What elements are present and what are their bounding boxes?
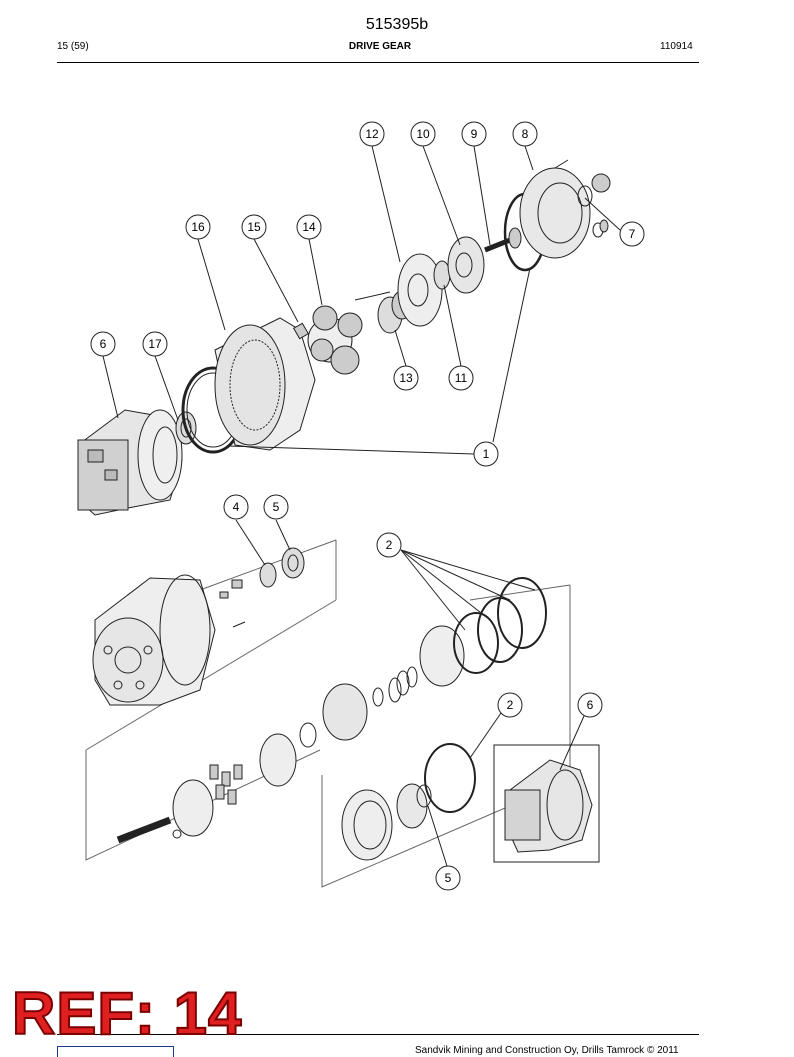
motor-inset-part [504,759,593,853]
callout-11: 11 [448,365,474,391]
callout-12: 12 [359,121,385,147]
callout-2-lower: 2 [497,692,523,718]
svg-text:6: 6 [587,698,594,712]
callout-7: 7 [619,221,645,247]
svg-text:14: 14 [302,220,316,234]
cover-plate-part [519,159,591,259]
svg-text:5: 5 [273,500,280,514]
callout-16: 16 [185,214,211,240]
footer-copyright: Sandvik Mining and Construction Oy, Dril… [415,1045,679,1056]
footer-rule [57,1034,699,1035]
callout-6: 6 [90,331,116,357]
svg-text:10: 10 [416,127,430,141]
hydraulic-motor-part [77,409,183,516]
svg-text:2: 2 [386,538,393,552]
svg-text:7: 7 [629,227,636,241]
page-title: DRIVE GEAR [348,41,412,52]
svg-text:8: 8 [522,127,529,141]
page-number: 15 (59) [57,41,89,52]
header-rule [57,62,699,63]
svg-text:9: 9 [471,127,478,141]
svg-text:15: 15 [247,220,261,234]
callout-6-lower: 6 [577,692,603,718]
callout-15: 15 [241,214,267,240]
callout-8: 8 [512,121,538,147]
svg-text:12: 12 [365,127,379,141]
svg-text:6: 6 [100,337,107,351]
svg-text:5: 5 [445,871,452,885]
svg-text:16: 16 [191,220,205,234]
company-logo [57,1046,174,1057]
callout-5-lower: 5 [435,865,461,891]
document-code: 110914 [660,41,693,52]
callout-1: 1 [473,441,499,467]
ref-overlay-label: REF: 14 [11,980,243,1047]
gear-housing-part [214,317,316,451]
drive-housing-part [92,574,216,706]
callout-5: 5 [263,494,289,520]
svg-text:11: 11 [455,371,468,385]
svg-text:4: 4 [233,500,240,514]
callout-9: 9 [461,121,487,147]
svg-text:17: 17 [148,337,162,351]
svg-text:13: 13 [399,371,413,385]
callout-4: 4 [223,494,249,520]
drive-gear-part [447,236,485,294]
planet-carrier-part [307,305,363,375]
callout-13: 13 [393,365,419,391]
svg-text:2: 2 [507,698,514,712]
callout-17: 17 [142,331,168,357]
callout-10: 10 [410,121,436,147]
ring-gear-disc-part [397,253,443,327]
callout-2: 2 [376,532,402,558]
document-number: 515395b [365,16,429,33]
svg-text:1: 1 [483,447,490,461]
callout-14: 14 [296,214,322,240]
